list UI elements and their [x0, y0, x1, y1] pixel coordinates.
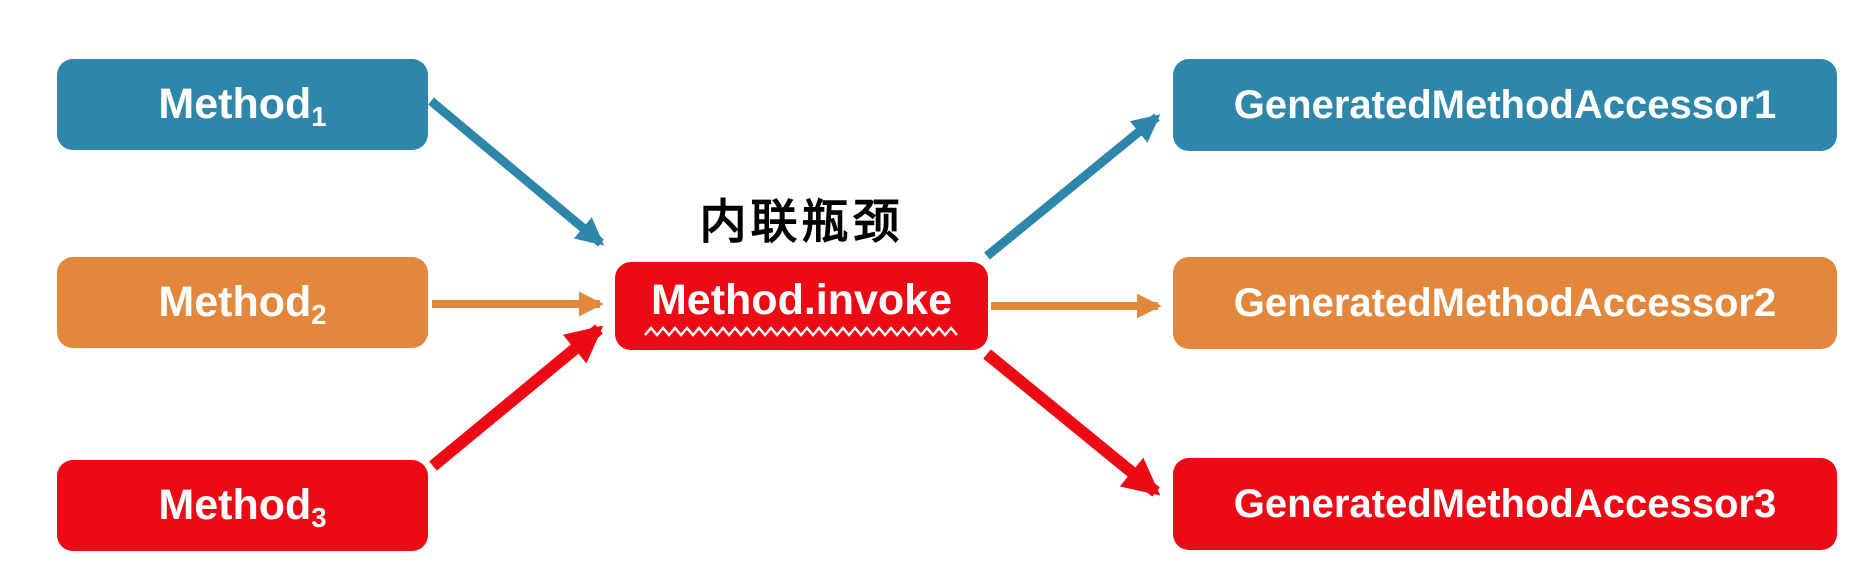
node-accessor3: GeneratedMethodAccessor3 [1173, 458, 1837, 550]
bottleneck-caption: 内联瓶颈 [699, 195, 904, 248]
node-method3-label: Method3 [158, 481, 327, 533]
arrow-invoke-to-accessor1 [984, 113, 1161, 260]
node-accessor2: GeneratedMethodAccessor2 [1173, 257, 1837, 349]
squiggle-underline [643, 325, 958, 337]
node-method-invoke: Method.invoke [615, 262, 988, 350]
node-method1-subscript: 1 [311, 100, 327, 132]
node-method3-subscript: 3 [311, 501, 327, 533]
node-method1-label: Method1 [158, 80, 327, 132]
node-accessor1: GeneratedMethodAccessor1 [1173, 59, 1837, 151]
node-method2-subscript: 2 [311, 298, 327, 330]
arrow-invoke-to-accessor3 [983, 349, 1161, 497]
node-method-invoke-label: Method.invoke [650, 275, 953, 324]
arrow-method1-to-invoke [428, 97, 605, 247]
node-accessor1-label: GeneratedMethodAccessor1 [1233, 82, 1777, 127]
node-method3: Method3 [57, 460, 428, 551]
node-method2-label: Method2 [158, 278, 327, 330]
node-method2: Method2 [57, 257, 428, 348]
node-accessor3-label: GeneratedMethodAccessor3 [1233, 481, 1777, 526]
node-accessor2-label: GeneratedMethodAccessor2 [1233, 280, 1777, 325]
node-method1: Method1 [57, 59, 428, 150]
arrow-method3-to-invoke [429, 324, 604, 471]
